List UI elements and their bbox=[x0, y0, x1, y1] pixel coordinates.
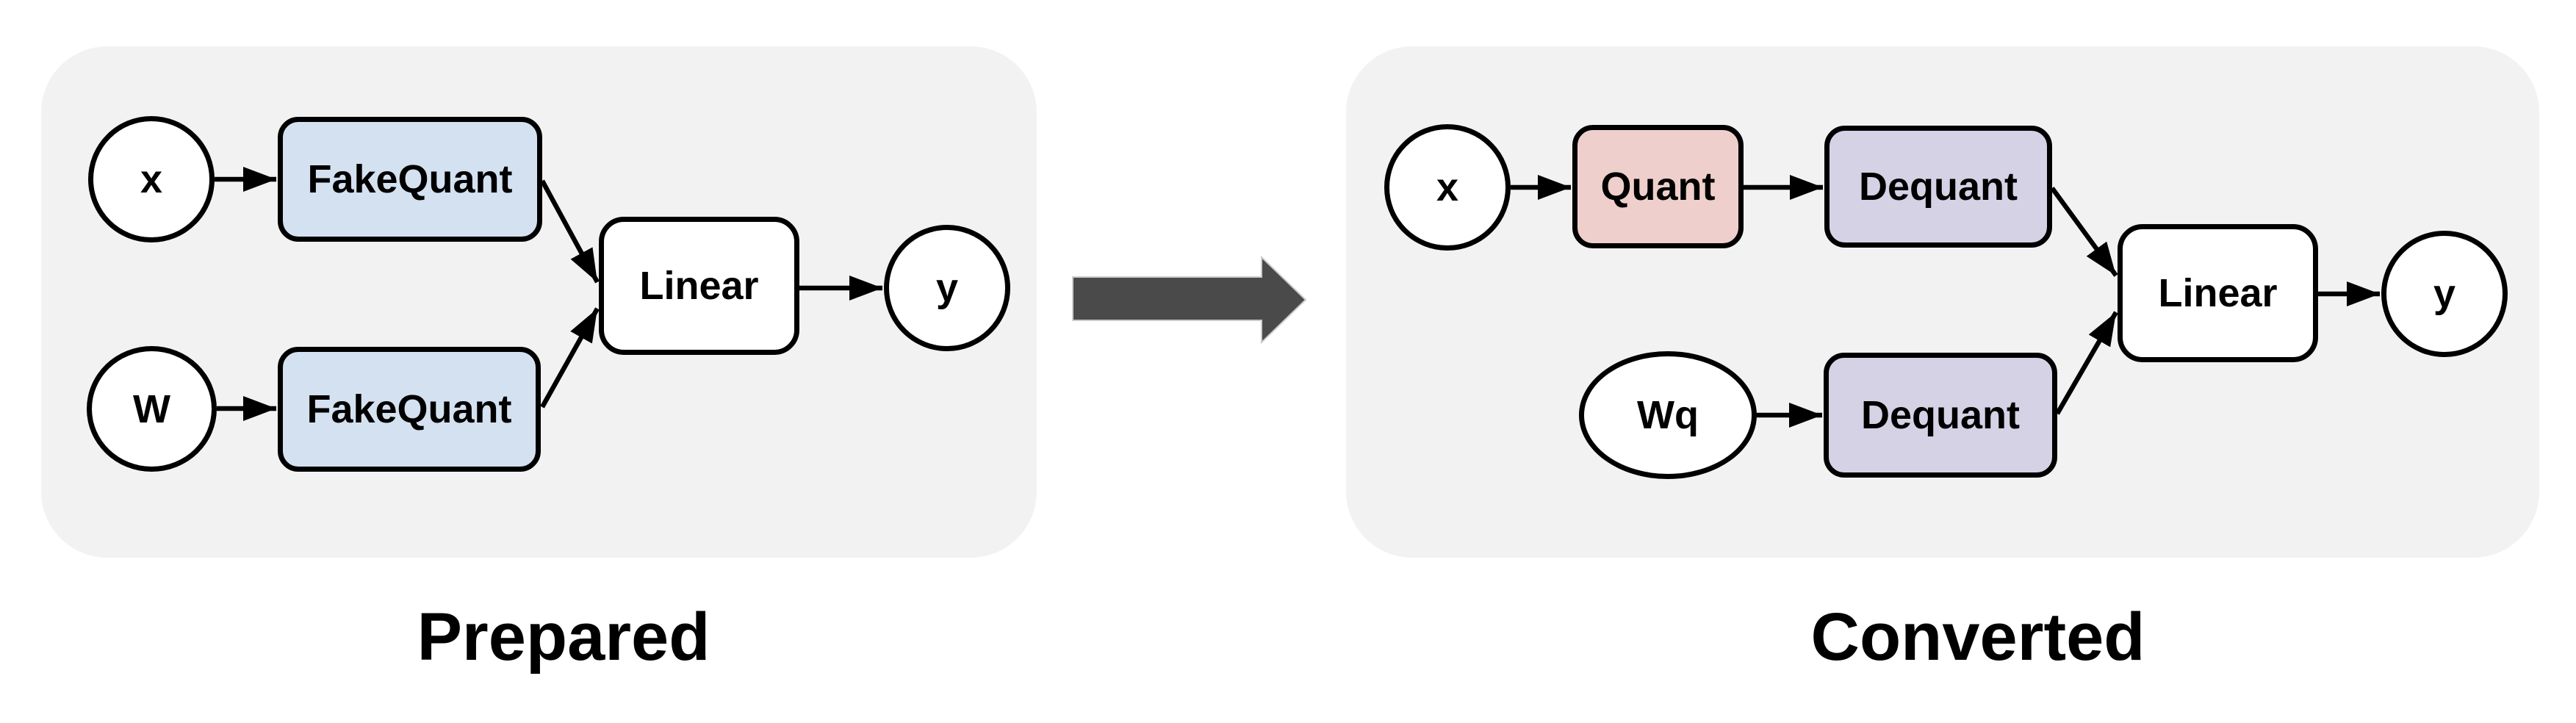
node-fakequant-weight: FakeQuant bbox=[278, 347, 541, 472]
node-wq-converted: Wq bbox=[1579, 351, 1757, 479]
node-dequant-weight: Dequant bbox=[1824, 353, 2057, 478]
node-fakequant-activation: FakeQuant bbox=[278, 117, 542, 242]
panel-converted bbox=[1346, 46, 2539, 558]
node-w-prepared: W bbox=[87, 346, 217, 472]
caption-prepared: Prepared bbox=[417, 600, 710, 675]
node-linear-converted: Linear bbox=[2118, 224, 2318, 362]
node-y-converted: y bbox=[2381, 231, 2508, 357]
node-linear-prepared: Linear bbox=[599, 217, 799, 355]
node-x-prepared: x bbox=[88, 116, 215, 242]
node-x-converted: x bbox=[1384, 124, 1511, 251]
caption-converted: Converted bbox=[1810, 600, 2145, 675]
node-dequant-activation: Dequant bbox=[1824, 126, 2052, 248]
node-y-prepared: y bbox=[884, 225, 1010, 351]
transform-arrow-icon bbox=[1072, 255, 1307, 345]
node-quant-activation: Quant bbox=[1572, 125, 1744, 248]
